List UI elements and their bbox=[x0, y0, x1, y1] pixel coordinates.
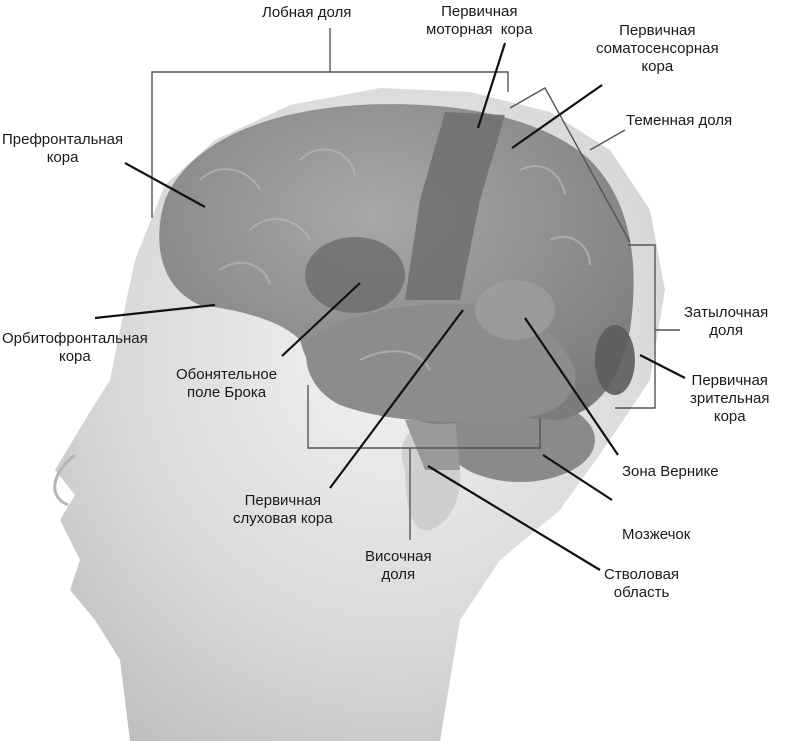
label-parietal-lobe: Теменная доля bbox=[626, 112, 733, 129]
label-prefrontal-cortex: Префронтальная кора bbox=[2, 131, 124, 166]
label-cerebellum: Мозжечок bbox=[622, 526, 691, 543]
motor-cortex-strip bbox=[405, 112, 505, 300]
label-brainstem: Стволовая область bbox=[604, 566, 680, 601]
gyri-texture bbox=[199, 148, 591, 371]
nose-shape bbox=[53, 453, 76, 507]
wernicke-region bbox=[475, 280, 555, 340]
brainstem-shape bbox=[405, 420, 460, 470]
label-primary-auditory-cortex: Первичная слуховая кора bbox=[233, 492, 333, 527]
lobe-brackets bbox=[151, 28, 680, 540]
label-primary-motor-cortex: Первичная моторная кора bbox=[426, 3, 533, 38]
label-temporal-lobe: Височная доля bbox=[365, 548, 432, 583]
label-occipital-lobe: Затылочная доля bbox=[684, 304, 769, 339]
leader-lines bbox=[94, 42, 686, 571]
label-broca-area: Обонятельное поле Брока bbox=[176, 366, 278, 401]
broca-region bbox=[305, 237, 405, 313]
visual-cortex-region bbox=[595, 325, 635, 395]
label-wernicke-area: Зона Вернике bbox=[622, 463, 719, 480]
label-primary-somatosensory-cortex: Первичная соматосенсорная кора bbox=[596, 22, 719, 75]
label-orbitofrontal-cortex: Орбитофронтальная кора bbox=[2, 330, 148, 365]
label-primary-visual-cortex: Первичная зрительная кора bbox=[690, 372, 770, 425]
label-frontal-lobe: Лобная доля bbox=[262, 4, 352, 21]
